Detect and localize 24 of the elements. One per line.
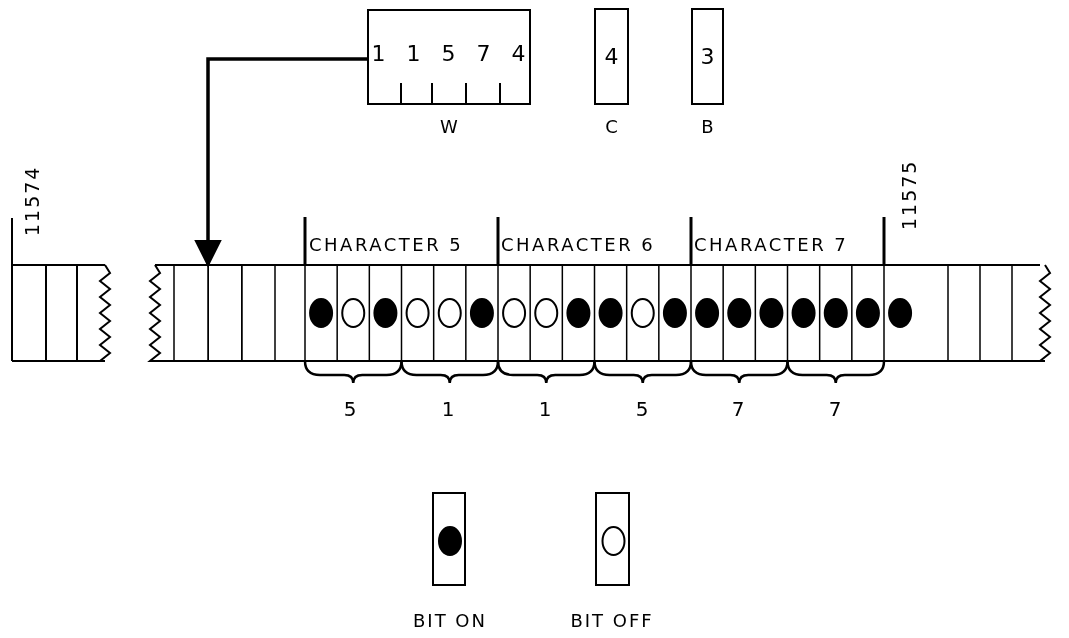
character-label: CHARACTER 7 (694, 233, 850, 257)
register-box (691, 8, 724, 105)
register-box (367, 9, 531, 105)
digit-label: 1 (440, 396, 456, 422)
register-name: C (604, 118, 619, 136)
digit-label: 7 (827, 396, 843, 422)
digit-label: 1 (537, 396, 553, 422)
register-name: W (439, 118, 459, 136)
arrow (194, 57, 367, 268)
digit-label: 5 (634, 396, 650, 422)
register-name: B (700, 118, 715, 136)
register-value: 4 (604, 45, 619, 68)
legend-label: BIT OFF (569, 612, 655, 630)
digit-label: 5 (342, 396, 358, 422)
legend-label: BIT ON (412, 612, 488, 630)
register-value: 1 1 5 7 4 (370, 43, 533, 65)
character-label: CHARACTER 6 (501, 233, 657, 257)
memory-cell (208, 265, 242, 361)
digit-label: 7 (730, 396, 746, 422)
register-value: 3 (700, 45, 715, 68)
register-box (594, 8, 629, 105)
character-label: CHARACTER 5 (309, 233, 465, 257)
address-label: 11575 (896, 158, 921, 233)
address-label: 11574 (19, 164, 44, 239)
